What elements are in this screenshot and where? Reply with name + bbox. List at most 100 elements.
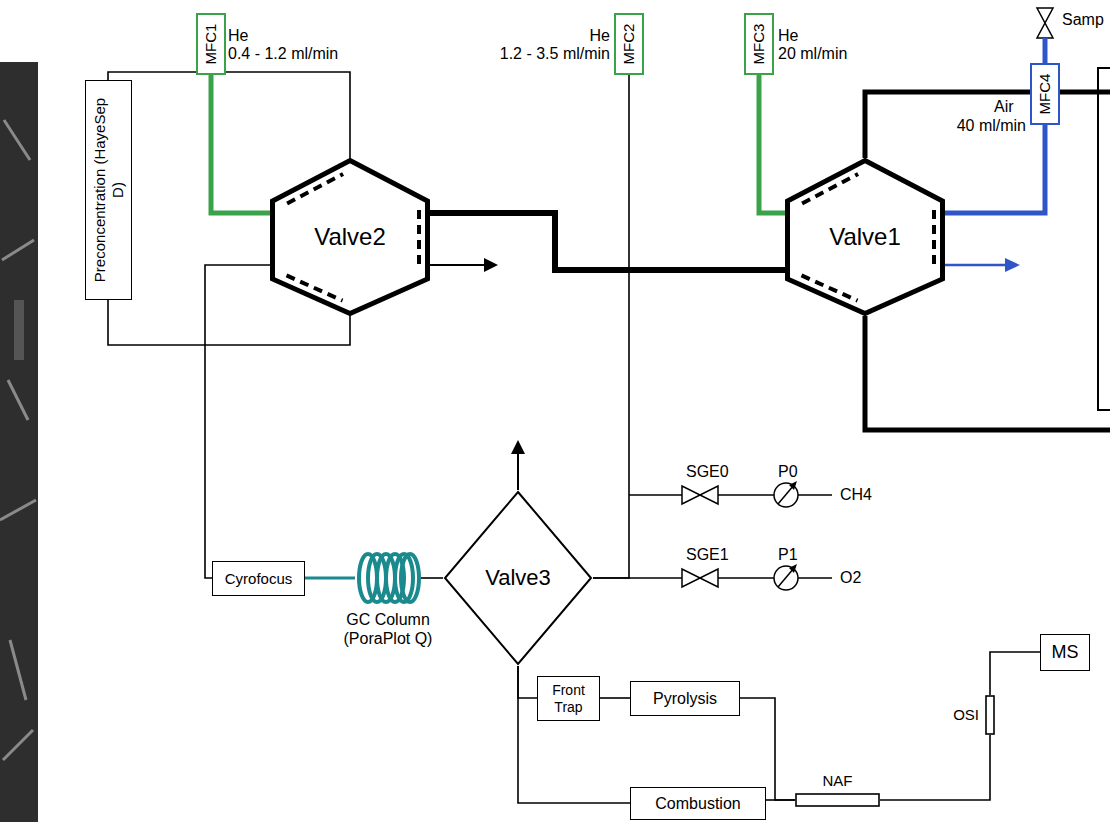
flow-line bbox=[600, 697, 630, 699]
flow-line bbox=[518, 666, 537, 698]
valve-label: SGE0 bbox=[684, 462, 731, 481]
tube-outline bbox=[796, 794, 879, 806]
supply-line bbox=[798, 577, 832, 579]
inlet-label: Samp bbox=[1060, 10, 1106, 29]
supply-line bbox=[629, 494, 682, 496]
sample-valve-symbol bbox=[1037, 8, 1053, 38]
osi-interface: OSI bbox=[985, 695, 995, 735]
valve-port-dashes bbox=[802, 275, 858, 300]
flow-rate: 40 ml/min bbox=[955, 116, 1028, 135]
flow-line bbox=[518, 666, 630, 803]
loop-line bbox=[865, 92, 1110, 158]
gas-name: CH4 bbox=[838, 485, 874, 504]
supply-line bbox=[718, 494, 774, 496]
gc-column: GC Column (PoraPlot Q) bbox=[355, 550, 421, 606]
column-coil bbox=[401, 554, 419, 602]
node-text: Preconcentration (HayeSep D) bbox=[91, 95, 127, 285]
flow-line bbox=[305, 577, 355, 580]
valve-port-dashes bbox=[932, 210, 936, 270]
node-text: MFC3 bbox=[750, 24, 768, 65]
pyrolysis-box: Pyrolysis bbox=[630, 681, 740, 716]
node-text: Front Trap bbox=[545, 682, 593, 716]
valve-hexagon: Valve1 bbox=[785, 158, 945, 316]
valve-port-dashes bbox=[417, 210, 421, 270]
vent-arrowhead bbox=[1005, 258, 1020, 272]
node-text: MS bbox=[1052, 642, 1079, 664]
flow-line bbox=[759, 75, 785, 213]
gas-label: He bbox=[588, 26, 612, 45]
gas-label: He bbox=[776, 26, 800, 45]
flow-line bbox=[880, 735, 990, 800]
valve-outline bbox=[788, 161, 943, 314]
preconcentration-trap: Preconcentration (HayeSep D) bbox=[85, 80, 132, 300]
node-text: MFC4 bbox=[1036, 74, 1054, 115]
node-text: Cyrofocus bbox=[225, 570, 293, 588]
vent-arrowhead bbox=[511, 440, 525, 454]
node-text: Combustion bbox=[655, 794, 740, 813]
gauge-label: P1 bbox=[776, 545, 800, 564]
valve-hexagon: Valve2 bbox=[270, 158, 430, 316]
front-trap-box: Front Trap bbox=[537, 676, 600, 721]
valve-diamond: Valve3 bbox=[443, 490, 593, 666]
mass-flow-controller: MFC3 bbox=[744, 13, 774, 75]
flow-line bbox=[421, 577, 443, 579]
valve-outline bbox=[273, 161, 428, 314]
flow-line bbox=[593, 75, 629, 578]
gauge-needle bbox=[778, 568, 794, 587]
supply-line bbox=[718, 577, 774, 579]
supply-line bbox=[798, 494, 832, 496]
gauge-needle-head bbox=[789, 481, 797, 490]
shape-outline bbox=[985, 695, 995, 735]
vent-line bbox=[430, 264, 488, 266]
node-text: Valve1 bbox=[829, 223, 901, 252]
node-text: OSI bbox=[953, 706, 979, 724]
vent-arrowhead bbox=[484, 258, 498, 272]
shape-outline bbox=[355, 550, 421, 606]
combustion-box: Combustion bbox=[630, 787, 766, 820]
node-text: Pyrolysis bbox=[653, 689, 717, 708]
cryofocus-box: Cyrofocus bbox=[212, 561, 305, 596]
gauge-needle-head bbox=[789, 564, 797, 573]
sample-line bbox=[1043, 38, 1048, 64]
valve-port-dashes bbox=[287, 275, 343, 300]
mass-flow-controller: MFC1 bbox=[196, 13, 226, 75]
gauge-needle bbox=[778, 485, 794, 504]
loop-line bbox=[865, 316, 1110, 430]
photo-background bbox=[0, 62, 38, 822]
mass-flow-controller: MFC2 bbox=[614, 13, 644, 75]
diamond-outline bbox=[445, 492, 591, 664]
flow-line bbox=[740, 698, 795, 800]
flow-rate: 0.4 - 1.2 ml/min bbox=[226, 44, 340, 63]
node-text: MFC1 bbox=[202, 24, 220, 65]
sample-loop-box bbox=[1098, 68, 1110, 410]
needle-valve-symbol bbox=[682, 569, 718, 587]
flow-line bbox=[430, 213, 785, 270]
photo-strip bbox=[0, 62, 38, 822]
node-text: Valve3 bbox=[485, 565, 551, 591]
node-text: Valve2 bbox=[314, 223, 386, 252]
mass-flow-controller: MFC4 bbox=[1030, 63, 1060, 125]
flow-line bbox=[205, 265, 270, 578]
flow-line bbox=[211, 75, 270, 213]
needle-valve-symbol bbox=[682, 486, 718, 504]
gas-label: Air bbox=[992, 97, 1016, 116]
photo-detail bbox=[14, 300, 24, 360]
gas-name: O2 bbox=[838, 568, 863, 587]
valve-port-dashes bbox=[802, 174, 858, 203]
flow-line bbox=[108, 300, 350, 345]
naf-tube: NAF bbox=[795, 793, 880, 807]
flow-rate: 20 ml/min bbox=[776, 44, 849, 63]
flow-line bbox=[945, 125, 1045, 213]
ch4-supply bbox=[629, 481, 832, 507]
gas-label: He bbox=[226, 26, 250, 45]
flow-line bbox=[108, 72, 350, 158]
tube-outline bbox=[986, 696, 994, 734]
flow-rate: 1.2 - 3.5 ml/min bbox=[498, 44, 612, 63]
flow-line bbox=[766, 799, 795, 801]
shape-outline bbox=[795, 793, 880, 807]
node-text: NAF bbox=[823, 772, 853, 790]
photo-highlight bbox=[0, 120, 36, 760]
vent-line bbox=[945, 264, 1008, 267]
vent-line bbox=[517, 452, 519, 490]
